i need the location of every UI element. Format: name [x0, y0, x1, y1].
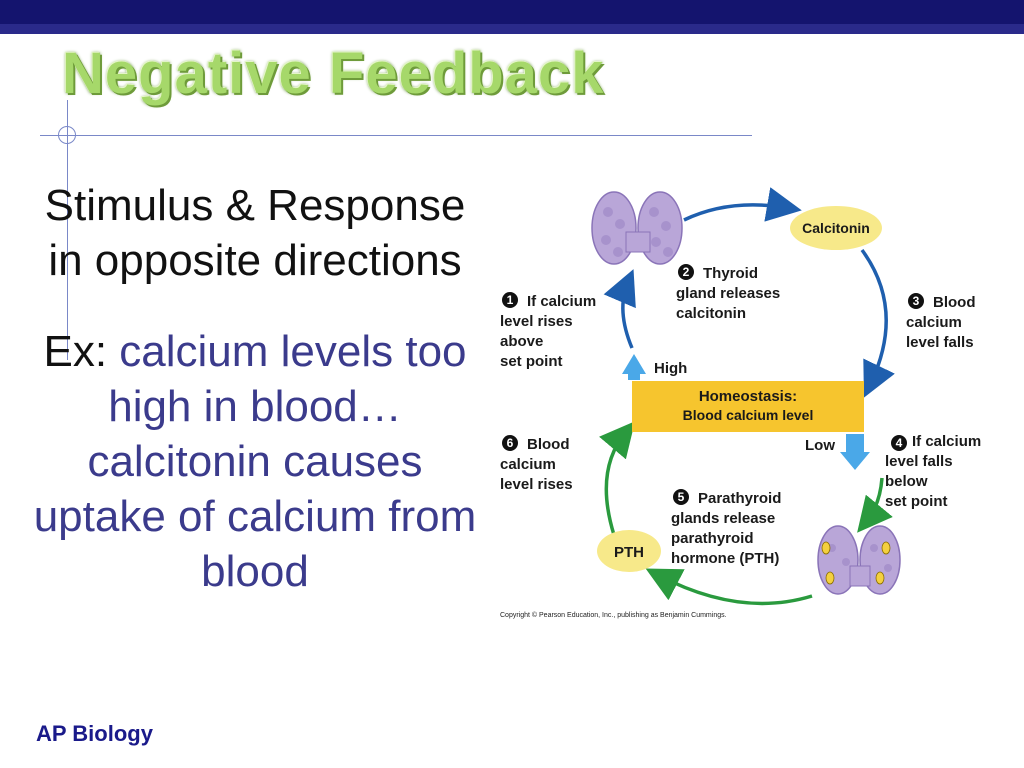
step5-line1: Parathyroid: [698, 490, 781, 507]
step2-line1: Thyroid: [703, 265, 758, 282]
step4-line4: set point: [885, 493, 948, 510]
footer-label: AP Biology: [36, 721, 153, 746]
example-text-1: calcium levels too: [107, 327, 467, 376]
calcitonin-label: Calcitonin: [802, 220, 870, 236]
step3-line3: level falls: [906, 334, 974, 351]
step3-number-badge: [908, 293, 924, 309]
arrow-pth-to-homeostasis: [599, 421, 636, 536]
high-label: High: [654, 360, 687, 377]
slide-title: Negative Feedback: [62, 41, 605, 106]
step4-number: 4: [896, 436, 903, 450]
arrow-calcitonin-to-homeostasis: [860, 248, 895, 398]
step6-line3: level rises: [500, 476, 573, 493]
step3-number: 3: [913, 294, 920, 308]
step6-number-badge: [502, 435, 518, 451]
step4-number-badge: [891, 435, 907, 451]
parathyroid-gland-icon: [817, 525, 901, 595]
step5-line3: parathyroid: [671, 530, 754, 547]
low-down-arrow-icon: [840, 434, 870, 470]
decorative-crosshair-circle: [58, 126, 76, 144]
step4-line3: below: [885, 473, 928, 490]
homeostasis-subtitle: Blood calcium level: [683, 407, 814, 423]
step5-number-badge: [673, 489, 689, 505]
arrow-parathyroid-to-pth: [645, 568, 813, 606]
example-text-3: calcitonin causes: [87, 437, 423, 486]
step1-number-badge: [502, 292, 518, 308]
example-text-2: high in blood…: [108, 382, 402, 431]
example-prefix: Ex:: [43, 327, 108, 376]
step5-line2: glands release: [671, 510, 775, 527]
step4-line1: If calcium: [912, 433, 981, 450]
arrow-thyroid-to-calcitonin: [683, 187, 802, 222]
pth-label: PTH: [614, 544, 644, 561]
step5-line4: hormone (PTH): [671, 550, 779, 567]
step5-number: 5: [678, 490, 685, 504]
step6-line2: calcium: [500, 456, 556, 473]
low-label: Low: [805, 437, 835, 454]
body-line-1: Stimulus & Response: [44, 181, 466, 230]
step1-line3: above: [500, 333, 543, 350]
step1-line1: If calcium: [527, 293, 596, 310]
thyroid-gland-icon: [591, 191, 683, 265]
step2-line2: gland releases: [676, 285, 780, 302]
example-text-5: blood: [201, 547, 309, 596]
step1-line2: level rises: [500, 313, 573, 330]
decorative-vertical-line: [67, 100, 68, 360]
step1-number: 1: [507, 293, 514, 307]
body-line-2: in opposite directions: [48, 236, 462, 285]
top-banner: [0, 0, 1024, 24]
step6-number: 6: [507, 436, 514, 450]
step1-line4: set point: [500, 353, 563, 370]
pth-oval: [597, 530, 661, 572]
step4-line2: level falls: [885, 453, 953, 470]
homeostasis-title: Homeostasis:: [699, 388, 797, 405]
example-line-1: Ex: calcium levels too: [24, 324, 486, 379]
decorative-horizontal-line: [40, 135, 752, 136]
arrow-fall-to-parathyroid: [857, 477, 893, 533]
step2-line3: calcitonin: [676, 305, 746, 322]
step2-number: 2: [683, 265, 690, 279]
top-banner-stripe: [0, 24, 1024, 34]
calcitonin-oval: [790, 206, 882, 250]
copyright-note: Copyright © Pearson Education, Inc., pub…: [500, 611, 727, 619]
step6-line1: Blood: [527, 436, 570, 453]
step2-number-badge: [678, 264, 694, 280]
example-text-4: uptake of calcium from: [33, 492, 477, 541]
step3-line1: Blood: [933, 294, 976, 311]
slide-body-text: Stimulus & Response in opposite directio…: [24, 178, 486, 599]
step3-line2: calcium: [906, 314, 962, 331]
arrow-rise-to-thyroid: [603, 269, 636, 349]
homeostasis-box: [632, 381, 864, 432]
high-up-arrow-icon: [622, 354, 646, 380]
